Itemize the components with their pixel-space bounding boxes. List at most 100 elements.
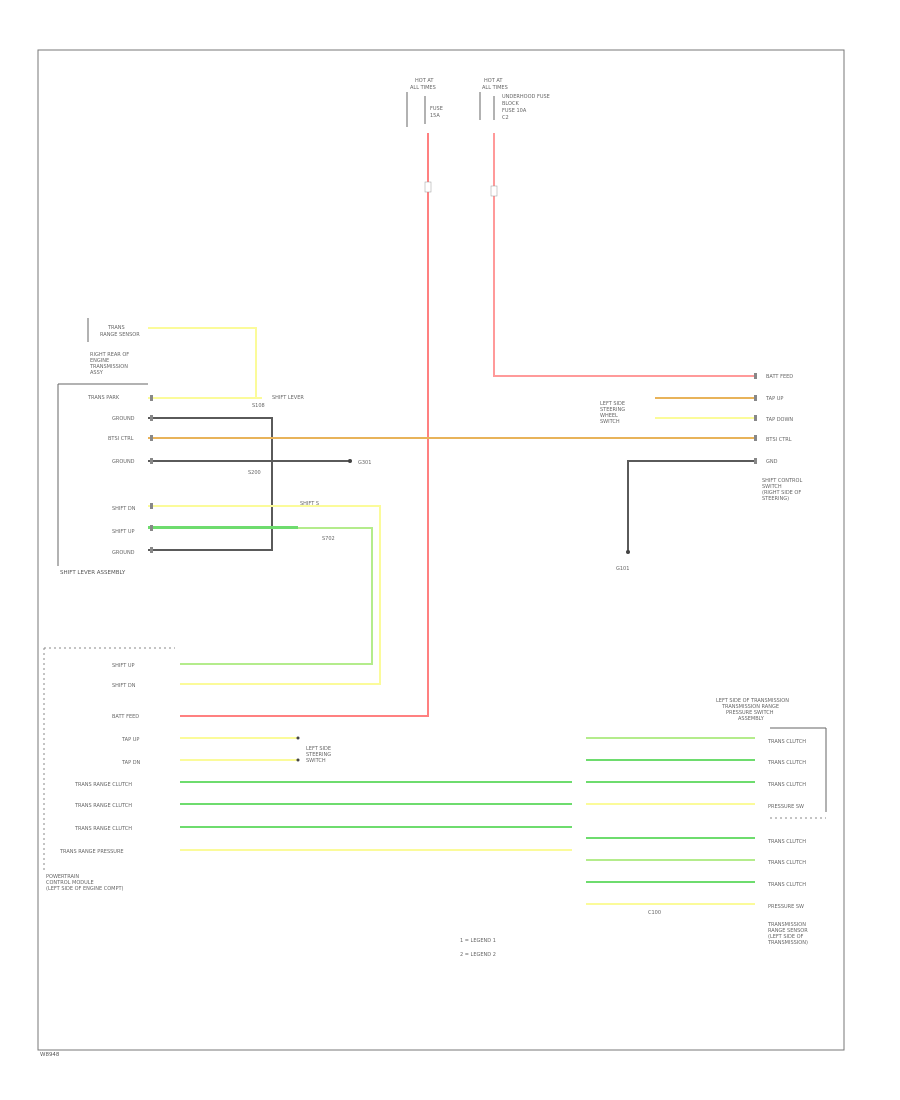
svg-text:STEERING: STEERING [306,752,331,758]
svg-text:TRANS RANGE CLUTCH: TRANS RANGE CLUTCH [74,803,132,809]
svg-text:SHIFT DN: SHIFT DN [112,683,136,689]
svg-text:PRESSURE SW: PRESSURE SW [768,804,804,810]
svg-text:TAP UP: TAP UP [765,396,783,402]
svg-text:BTSI CTRL: BTSI CTRL [766,437,792,443]
svg-text:ASSEMBLY: ASSEMBLY [738,716,765,722]
pin-tick [150,435,153,441]
pin-tick [150,415,153,421]
wire-trans-park-top [148,327,257,398]
svg-text:C2: C2 [502,115,509,121]
svg-text:HOT AT: HOT AT [484,78,503,84]
fuse-right: HOT AT ALL TIMES UNDERHOOD FUSE BLOCK FU… [479,78,550,121]
wire-shift-dn [148,505,381,685]
svg-text:SHIFT DN: SHIFT DN [112,506,136,512]
svg-text:SHIFT UP: SHIFT UP [112,663,135,669]
wire-ground-1 [148,417,273,551]
module-tcm: SHIFT UP SHIFT DN BATT FEED TAP UP TAP D… [43,647,175,892]
svg-text:STEERING: STEERING [600,407,625,413]
module-shifter-name: SHIFT LEVER ASSEMBLY [60,570,126,576]
svg-text:GROUND: GROUND [112,459,135,465]
svg-text:2 = LEGEND 2: 2 = LEGEND 2 [460,952,496,958]
svg-text:SWITCH: SWITCH [762,484,782,490]
svg-text:HOT AT: HOT AT [415,78,434,84]
module-trans: LEFT SIDE OF TRANSMISSION TRANSMISSION R… [716,698,827,946]
pin-tick [754,458,757,464]
svg-text:POWERTRAIN: POWERTRAIN [46,874,79,880]
svg-text:GROUND: GROUND [112,416,135,422]
svg-text:1 = LEGEND 1: 1 = LEGEND 1 [460,938,496,944]
svg-text:BTSI CTRL: BTSI CTRL [108,436,134,442]
svg-text:GND: GND [766,459,778,465]
svg-text:SHIFT LEVER: SHIFT LEVER [272,395,304,401]
svg-text:TAP DN: TAP DN [121,760,141,766]
svg-text:TAP UP: TAP UP [121,737,139,743]
svg-text:TRANS CLUTCH: TRANS CLUTCH [767,782,806,788]
svg-text:TRANS: TRANS [107,325,125,331]
svg-text:S702: S702 [322,536,335,542]
pin-tick [754,373,757,379]
svg-text:(LEFT SIDE OF: (LEFT SIDE OF [768,934,804,940]
svg-text:C100: C100 [648,910,661,916]
svg-text:TRANS RANGE CLUTCH: TRANS RANGE CLUTCH [74,782,132,788]
pin-tick [150,395,153,401]
connector-ticks [150,373,757,553]
svg-text:ASSY: ASSY [90,370,104,376]
svg-text:RANGE SENSOR: RANGE SENSOR [100,332,140,338]
svg-text:TRANSMISSION RANGE: TRANSMISSION RANGE [721,704,779,710]
wire-batt-red [180,133,429,717]
svg-text:TRANSMISSION): TRANSMISSION) [767,940,808,946]
svg-text:RIGHT REAR OF: RIGHT REAR OF [90,352,129,358]
svg-text:G101: G101 [616,566,629,572]
pin-tick [150,525,153,531]
svg-text:SWITCH: SWITCH [600,419,620,425]
svg-text:(RIGHT SIDE OF: (RIGHT SIDE OF [762,490,801,496]
wire-shift-up [148,527,373,665]
module-bcm: BATT FEED TAP UP TAP DOWN BTSI CTRL GND … [762,374,802,502]
diagram-frame [37,49,845,1051]
svg-text:SHIFT CONTROL: SHIFT CONTROL [762,478,802,484]
svg-text:SWITCH: SWITCH [306,758,326,764]
svg-text:CONTROL MODULE: CONTROL MODULE [46,880,94,886]
svg-text:TRANS CLUTCH: TRANS CLUTCH [767,760,806,766]
svg-text:TRANS RANGE CLUTCH: TRANS RANGE CLUTCH [74,826,132,832]
svg-text:S108: S108 [252,403,265,409]
svg-text:G301: G301 [358,460,371,466]
module-shifter: TRANS RANGE SENSOR RIGHT REAR OF ENGINE … [57,318,148,576]
pin-tick [754,415,757,421]
svg-text:LEFT SIDE: LEFT SIDE [306,746,331,752]
svg-text:LEFT SIDE OF TRANSMISSION: LEFT SIDE OF TRANSMISSION [716,698,789,704]
footer-code: W8948 [40,1052,60,1058]
svg-text:STEERING): STEERING) [762,496,789,502]
fuse-left: HOT AT ALL TIMES FUSE 15A [406,78,443,127]
svg-text:TRANSMISSION: TRANSMISSION [767,922,806,928]
svg-text:TAP DOWN: TAP DOWN [765,417,793,423]
svg-text:PRESSURE SWITCH: PRESSURE SWITCH [726,710,774,716]
pin-tick [754,435,757,441]
svg-text:TRANS CLUTCH: TRANS CLUTCH [767,739,806,745]
svg-text:SHIFT S: SHIFT S [300,501,319,507]
svg-text:ALL TIMES: ALL TIMES [482,85,508,91]
svg-text:FUSE: FUSE [430,106,443,112]
svg-text:ENGINE: ENGINE [90,358,109,364]
svg-text:WHEEL: WHEEL [600,413,618,419]
svg-text:BATT FEED: BATT FEED [766,374,793,380]
svg-text:TRANSMISSION: TRANSMISSION [89,364,128,370]
svg-text:PRESSURE SW: PRESSURE SW [768,904,804,910]
wire-batt-pink [493,133,755,377]
svg-text:TRANS RANGE PRESSURE: TRANS RANGE PRESSURE [59,849,124,855]
svg-text:BATT FEED: BATT FEED [112,714,139,720]
svg-text:LEFT SIDE: LEFT SIDE [600,401,625,407]
pin-tick [150,458,153,464]
svg-text:RANGE SENSOR: RANGE SENSOR [768,928,808,934]
svg-text:TRANS CLUTCH: TRANS CLUTCH [767,882,806,888]
svg-text:(LEFT SIDE OF ENGINE COMPT): (LEFT SIDE OF ENGINE COMPT) [46,886,124,892]
svg-text:ALL TIMES: ALL TIMES [410,85,436,91]
svg-text:SHIFT UP: SHIFT UP [112,529,135,535]
svg-text:15A: 15A [430,113,440,119]
pin-tick [150,547,153,553]
legend: 1 = LEGEND 1 2 = LEGEND 2 [460,938,496,958]
pin-tick [754,395,757,401]
svg-text:TRANS PARK: TRANS PARK [87,395,120,401]
svg-text:S200: S200 [248,470,261,476]
